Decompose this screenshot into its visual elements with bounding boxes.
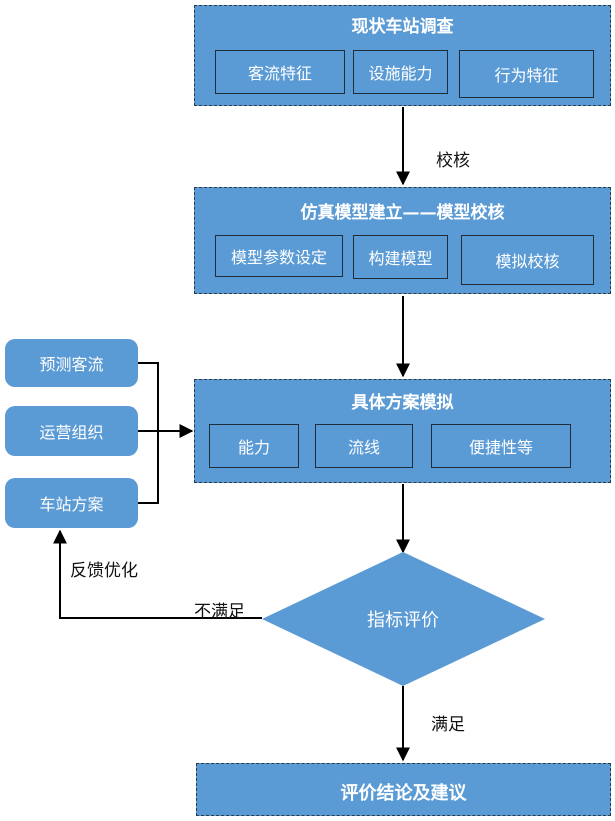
decision-label: 指标评价 xyxy=(367,610,439,631)
input-station-plan: 车站方案 xyxy=(5,478,138,528)
scheme-panel: 具体方案模拟 能力 流线 便捷性等 xyxy=(194,379,611,483)
survey-item-behavior: 行为特征 xyxy=(459,50,594,98)
label-satisfied: 满足 xyxy=(431,715,465,735)
scheme-title: 具体方案模拟 xyxy=(351,393,454,413)
label-not-satisfied: 不满足 xyxy=(194,602,245,622)
result-panel: 评价结论及建议 xyxy=(196,763,611,816)
survey-item-facility-capacity: 设施能力 xyxy=(353,50,448,94)
survey-item-passenger-flow: 客流特征 xyxy=(215,50,345,94)
survey-title: 现状车站调查 xyxy=(351,17,454,37)
scheme-item-flow-lines: 流线 xyxy=(315,424,413,468)
scheme-item-capacity: 能力 xyxy=(209,424,299,468)
input-forecast-flow: 预测客流 xyxy=(5,339,138,387)
model-item-parameters: 模型参数设定 xyxy=(215,235,343,277)
arrow-feedback xyxy=(53,529,262,619)
label-verify: 校核 xyxy=(436,151,470,171)
result-title: 评价结论及建议 xyxy=(340,783,467,804)
survey-panel: 现状车站调查 客流特征 设施能力 行为特征 xyxy=(194,5,611,106)
decision-diamond xyxy=(262,552,545,686)
scheme-item-convenience: 便捷性等 xyxy=(431,424,571,468)
model-item-build: 构建模型 xyxy=(353,235,448,279)
input-operation: 运营组织 xyxy=(5,406,138,456)
label-feedback: 反馈优化 xyxy=(70,561,138,581)
model-title: 仿真模型建立——模型校核 xyxy=(300,203,505,223)
model-panel: 仿真模型建立——模型校核 模型参数设定 构建模型 模拟校核 xyxy=(194,187,611,294)
input-bracket xyxy=(138,362,159,504)
model-item-calibration: 模拟校核 xyxy=(461,235,594,285)
